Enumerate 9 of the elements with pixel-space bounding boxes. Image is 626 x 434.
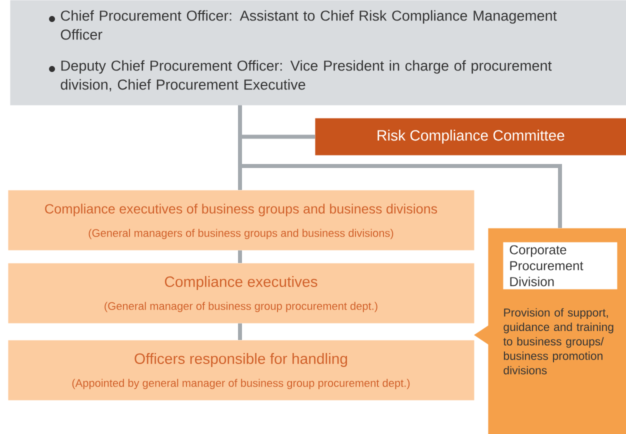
committee-box: Risk Compliance Committee xyxy=(315,118,626,156)
bullet-text: Deputy Chief Procurement Officer: Vice President in charge of procurement division, Chief Procurement Executive xyxy=(60,60,552,92)
role-box: Compliance executives (General manager of business group procurement dept.) xyxy=(8,263,474,324)
role-box: Officers responsible for handling (Appointed by general manager of business group procurement dept.) xyxy=(8,340,474,400)
connector-line xyxy=(238,323,242,340)
bullet-text: Chief Procurement Officer: Assistant to Chief Risk Compliance Management Officer xyxy=(60,10,557,40)
connector-line xyxy=(238,250,242,263)
connector-line xyxy=(238,105,562,228)
role-box: Compliance executives of business groups and business divisions (General managers of business groups and business divisions) xyxy=(8,190,474,250)
